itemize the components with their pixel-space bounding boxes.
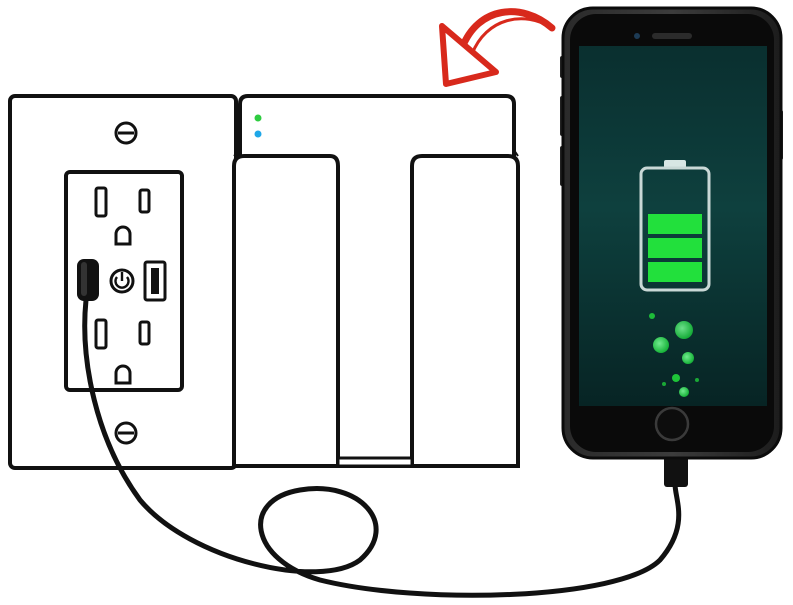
cable-plug (77, 259, 99, 301)
outlet-top[interactable] (94, 186, 151, 246)
smartphone (560, 6, 783, 460)
home-button[interactable] (654, 406, 690, 442)
usb-port[interactable] (143, 260, 167, 302)
led-green (254, 114, 262, 122)
power-icon[interactable] (109, 268, 135, 294)
battery-bar-bottom (648, 262, 702, 282)
phone-holder (232, 94, 520, 468)
battery-icon (639, 160, 711, 292)
curved-arrow-icon (439, 8, 556, 87)
screw-top-icon (114, 121, 138, 145)
battery-bar-middle (648, 238, 702, 258)
charge-bubbles (649, 313, 699, 397)
battery-bar-top (648, 214, 702, 234)
wall-plate (8, 94, 238, 470)
charging-cable (82, 297, 688, 598)
outlet-bottom[interactable] (94, 318, 151, 385)
led-blue (254, 130, 262, 138)
outlet-receptacle (64, 170, 184, 392)
screw-bottom-icon (114, 421, 138, 445)
